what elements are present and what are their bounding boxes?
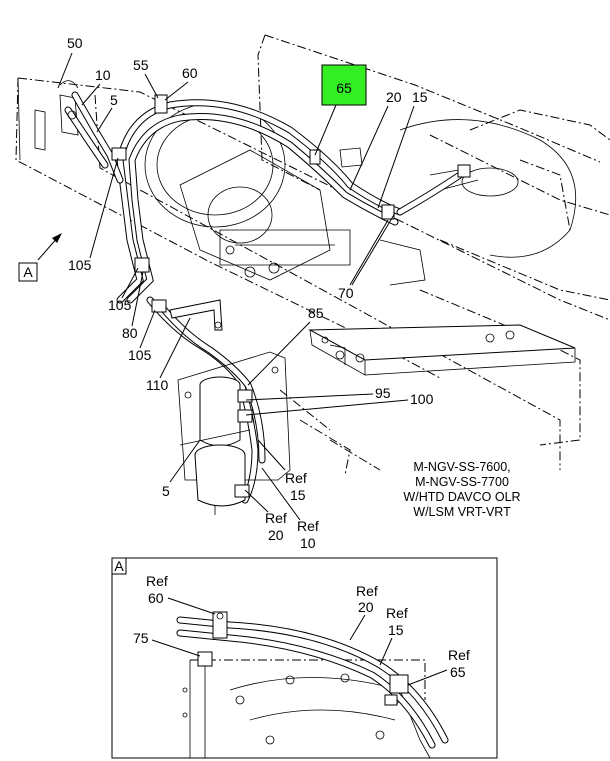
cross-member	[308, 324, 576, 376]
callout-70[interactable]: 70	[338, 285, 354, 301]
note-line-3: W/HTD DAVCO OLR	[403, 490, 520, 504]
callout-50[interactable]: 50	[67, 35, 83, 51]
callout-105-b[interactable]: 105	[108, 297, 132, 313]
detail-ref-20-label[interactable]: Ref	[356, 583, 378, 599]
detail-ref-65-label[interactable]: Ref	[448, 647, 470, 663]
callout-85[interactable]: 85	[308, 305, 324, 321]
fuel-filter-assembly	[177, 351, 291, 515]
detail-callout-75[interactable]: 75	[133, 630, 149, 646]
detail-ref-60-number[interactable]: 60	[148, 590, 164, 606]
ref-10-label[interactable]: Ref	[297, 518, 319, 534]
ref-10-number[interactable]: 10	[300, 535, 316, 551]
view-a-marker: A	[18, 233, 62, 282]
callout-10[interactable]: 10	[95, 67, 111, 83]
highlight-box-65[interactable]	[321, 64, 367, 106]
ref-15-number[interactable]: 15	[290, 487, 306, 503]
fuel-tank	[399, 119, 577, 258]
clamps	[59, 80, 471, 313]
detail-view-a: A Ref 60 Ref 20 Ref 15 75	[111, 557, 498, 759]
detail-ref-15-label[interactable]: Ref	[386, 605, 408, 621]
callout-5-bottom[interactable]: 5	[162, 483, 170, 499]
callout-100[interactable]: 100	[410, 391, 434, 407]
callout-55[interactable]: 55	[133, 57, 149, 73]
left-bracket	[17, 77, 79, 161]
detail-ref-65-number[interactable]: 65	[450, 664, 466, 680]
callout-95[interactable]: 95	[375, 385, 391, 401]
callouts-main: 50 10 5 55 60 20 15 105 70 105 80 105 85…	[57, 35, 434, 551]
callout-5-top[interactable]: 5	[110, 92, 118, 108]
note-line-2: M-NGV-SS-7700	[415, 475, 509, 489]
callout-65[interactable]: 65	[336, 80, 352, 96]
ref-20-label[interactable]: Ref	[265, 510, 287, 526]
callout-105-a[interactable]: 105	[68, 257, 92, 273]
bracket-110	[169, 299, 223, 331]
ref-20-number[interactable]: 20	[268, 527, 284, 543]
callout-20[interactable]: 20	[386, 89, 402, 105]
detail-view-label: A	[114, 558, 124, 574]
detail-ref-60-label[interactable]: Ref	[146, 573, 168, 589]
callout-60[interactable]: 60	[182, 65, 198, 81]
ref-15-label[interactable]: Ref	[285, 470, 307, 486]
detail-ref-20-number[interactable]: 20	[358, 599, 374, 615]
detail-ref-15-number[interactable]: 15	[388, 622, 404, 638]
callout-80[interactable]: 80	[122, 325, 138, 341]
note-line-4: W/LSM VRT-VRT	[413, 505, 511, 519]
callout-110[interactable]: 110	[146, 377, 169, 393]
view-a-label: A	[23, 264, 33, 280]
note-line-1: M-NGV-SS-7600,	[413, 460, 510, 474]
callout-105-c[interactable]: 105	[128, 347, 152, 363]
callout-15[interactable]: 15	[412, 89, 428, 105]
applicability-note: M-NGV-SS-7600, M-NGV-SS-7700 W/HTD DAVCO…	[403, 460, 520, 519]
